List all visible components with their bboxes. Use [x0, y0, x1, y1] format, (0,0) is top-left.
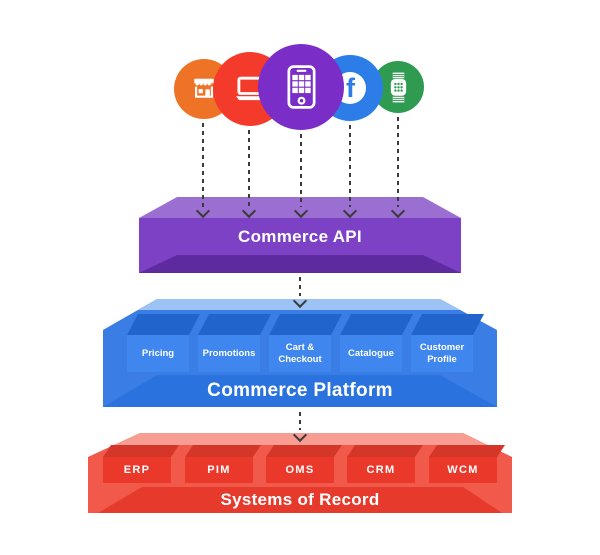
module-box-top	[266, 445, 342, 457]
module-box-front: Promotions	[198, 335, 260, 372]
module-label: CRM	[366, 464, 396, 476]
module-label: OMS	[285, 464, 315, 476]
module-box-front: PIM	[185, 457, 253, 483]
smartphone-icon	[286, 65, 316, 109]
module-label: Customer Profile	[419, 341, 465, 365]
arrow-platform-to-systems	[299, 412, 301, 430]
module-box-front: OMS	[266, 457, 334, 483]
layer-commerce-platform: Pricing Promotions Cart & Checkout Catal…	[103, 299, 497, 407]
module-label: Pricing	[141, 347, 175, 359]
arrow-store-to-api	[202, 123, 204, 207]
module-box-front: Customer Profile	[411, 335, 473, 372]
module-label: Cart & Checkout	[278, 341, 322, 365]
api-top-face	[139, 197, 461, 218]
layer-systems-of-record: ERP PIM OMS CRM WCM Systems	[88, 433, 512, 513]
module-box-top	[127, 314, 200, 335]
module-box-front: Pricing	[127, 335, 189, 372]
arrow-watch-to-api	[397, 117, 399, 207]
systems-back-edge	[114, 433, 487, 445]
module-box-top	[411, 314, 484, 335]
systems-of-record-title: Systems of Record	[220, 490, 380, 509]
module-box-front: ERP	[103, 457, 171, 483]
facebook-f-glyph: f	[346, 73, 355, 103]
module-box-top	[347, 445, 423, 457]
module-box-top	[185, 445, 261, 457]
arrow-api-to-platform	[299, 277, 301, 296]
arrow-mobile-to-api	[300, 134, 302, 207]
module-label: PIM	[207, 464, 231, 476]
arrow-facebook-to-api	[349, 125, 351, 207]
commerce-platform-title: Commerce Platform	[207, 380, 393, 401]
systems-front-band	[98, 487, 502, 513]
commerce-api-title: Commerce API	[238, 226, 362, 246]
module-box-top	[429, 445, 505, 457]
channel-mobile-circle	[258, 44, 344, 130]
module-box-front: CRM	[347, 457, 415, 483]
module-box-top	[340, 314, 413, 335]
storefront-icon	[194, 78, 214, 98]
module-label: WCM	[447, 464, 479, 476]
module-box-top	[103, 445, 179, 457]
module-label: ERP	[123, 464, 151, 476]
platform-front-band	[103, 375, 497, 407]
module-label: Promotions	[202, 347, 256, 359]
module-box-front: WCM	[429, 457, 497, 483]
module-box-top	[269, 314, 342, 335]
module-label: Catalogue	[348, 347, 394, 359]
module-box-top	[198, 314, 271, 335]
platform-back-edge	[138, 299, 460, 310]
smartwatch-icon	[390, 72, 406, 102]
module-box-front: Cart & Checkout	[269, 335, 331, 372]
layer-commerce-api: Commerce API	[139, 197, 461, 273]
module-box-front: Catalogue	[340, 335, 402, 372]
api-bottom-face	[139, 255, 461, 273]
arrow-desktop-to-api	[248, 130, 250, 207]
